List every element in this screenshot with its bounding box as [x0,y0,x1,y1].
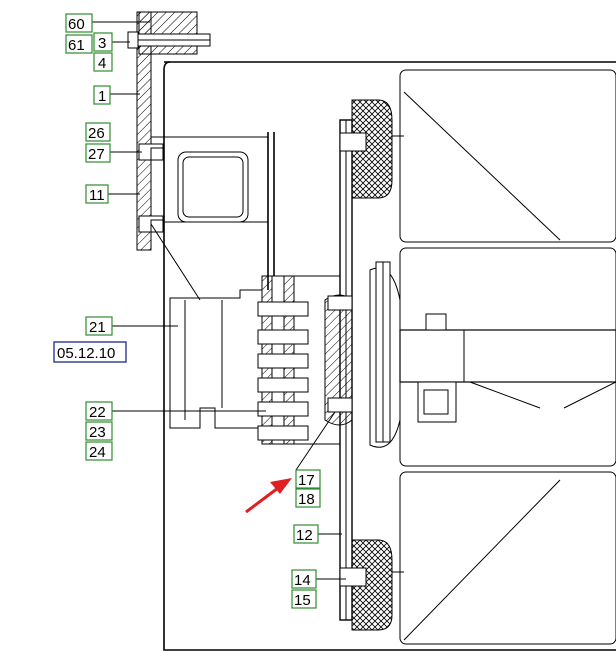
part-label-23[interactable]: 23 [85,421,113,441]
part-labels: 60 61 3 4 1 26 27 11 [53,13,321,609]
svg-text:05.12.10: 05.12.10 [57,345,115,362]
part-label-22[interactable]: 22 [85,401,113,421]
drawing-structure [127,11,616,651]
svg-text:12: 12 [296,527,313,544]
leader-lines [92,21,346,580]
svg-text:1: 1 [98,88,106,105]
svg-text:26: 26 [88,125,105,142]
part-label-17[interactable]: 17 [295,469,321,489]
indicator-arrow [245,478,292,514]
part-label-1[interactable]: 1 [93,85,111,105]
svg-text:24: 24 [89,444,106,461]
svg-text:11: 11 [89,187,105,204]
svg-text:60: 60 [68,16,85,33]
part-label-15[interactable]: 15 [291,589,317,609]
part-label-4[interactable]: 4 [93,52,113,72]
svg-text:61: 61 [68,37,85,54]
svg-text:17: 17 [298,472,315,489]
part-label-11[interactable]: 11 [85,184,109,204]
svg-text:3: 3 [98,35,106,52]
part-label-60[interactable]: 60 [65,13,93,33]
part-label-24[interactable]: 24 [85,441,113,461]
svg-text:23: 23 [89,424,106,441]
svg-text:14: 14 [294,572,311,589]
svg-text:21: 21 [89,319,106,336]
part-label-26[interactable]: 26 [85,122,111,142]
svg-text:4: 4 [98,55,106,72]
part-label-3[interactable]: 3 [93,32,113,52]
svg-text:15: 15 [294,592,311,609]
date-reference-box[interactable]: 05.12.10 [53,341,127,363]
svg-text:22: 22 [89,404,106,421]
part-label-14[interactable]: 14 [291,569,317,589]
part-label-21[interactable]: 21 [85,316,113,336]
part-label-18[interactable]: 18 [295,488,321,508]
bolt-stack [257,301,309,441]
svg-text:18: 18 [298,491,315,508]
part-label-27[interactable]: 27 [85,143,111,163]
svg-text:27: 27 [88,146,105,163]
part-label-61[interactable]: 61 [65,34,93,54]
part-label-12[interactable]: 12 [293,524,319,544]
